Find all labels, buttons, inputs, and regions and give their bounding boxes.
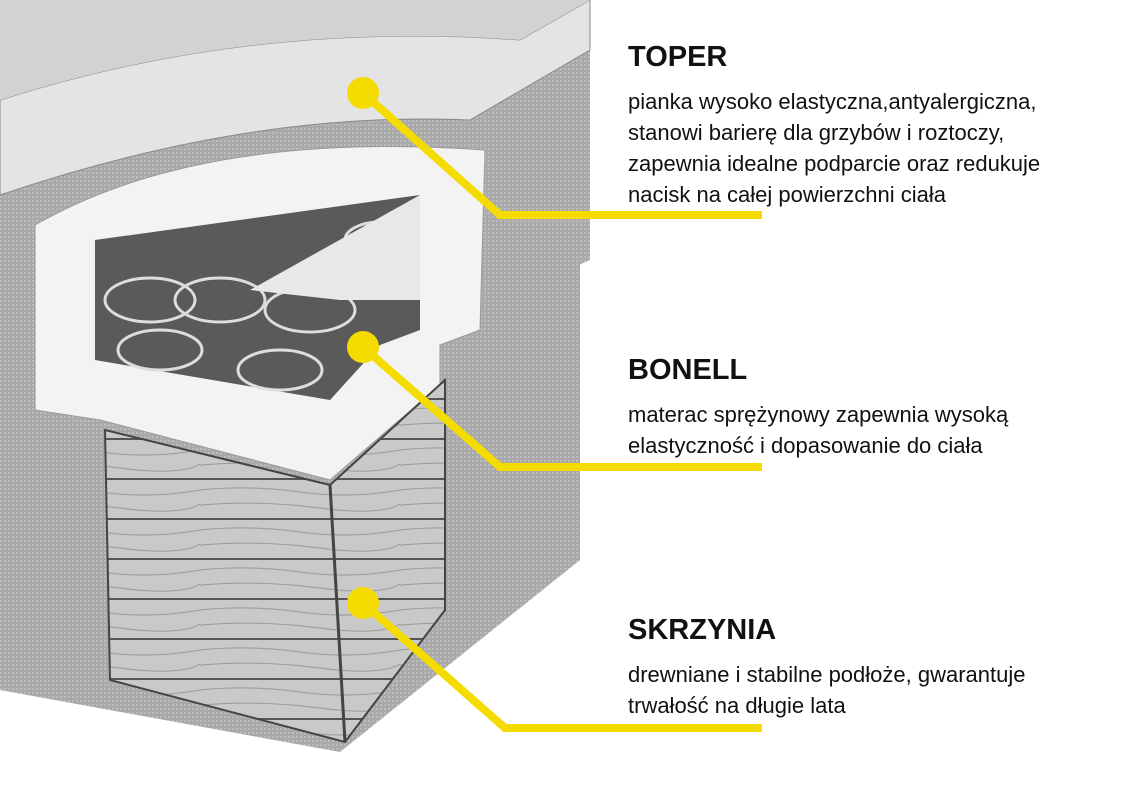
bonell-description: BONELL materac sprężynowy zapewnia wysok…	[628, 353, 1008, 461]
toper-description: TOPER pianka wysoko elastyczna,antyalerg…	[628, 40, 1040, 210]
bonell-line: materac sprężynowy zapewnia wysoką	[628, 402, 1009, 427]
bonell-line: elastyczność i dopasowanie do ciała	[628, 433, 983, 458]
skrzynia-description: SKRZYNIA drewniane i stabilne podłoże, g…	[628, 613, 1025, 721]
callout-dot-toper	[347, 77, 379, 109]
skrzynia-line: drewniane i stabilne podłoże, gwarantuje	[628, 662, 1026, 687]
toper-line: pianka wysoko elastyczna,antyalergiczna,	[628, 89, 1037, 114]
callout-lines	[360, 90, 762, 732]
toper-title: TOPER	[628, 41, 728, 73]
callout-dot-skrzynia	[347, 587, 379, 619]
toper-line: zapewnia idealne podparcie oraz redukuje	[628, 151, 1041, 176]
bonell-title: BONELL	[628, 354, 748, 386]
skrzynia-line: trwałość na długie lata	[628, 693, 846, 718]
skrzynia-title: SKRZYNIA	[628, 614, 777, 646]
toper-line: stanowi barierę dla grzybów i roztoczy,	[628, 120, 1005, 145]
toper-line: nacisk na całej powierzchni ciała	[628, 182, 946, 207]
callout-dot-bonell	[347, 331, 379, 363]
